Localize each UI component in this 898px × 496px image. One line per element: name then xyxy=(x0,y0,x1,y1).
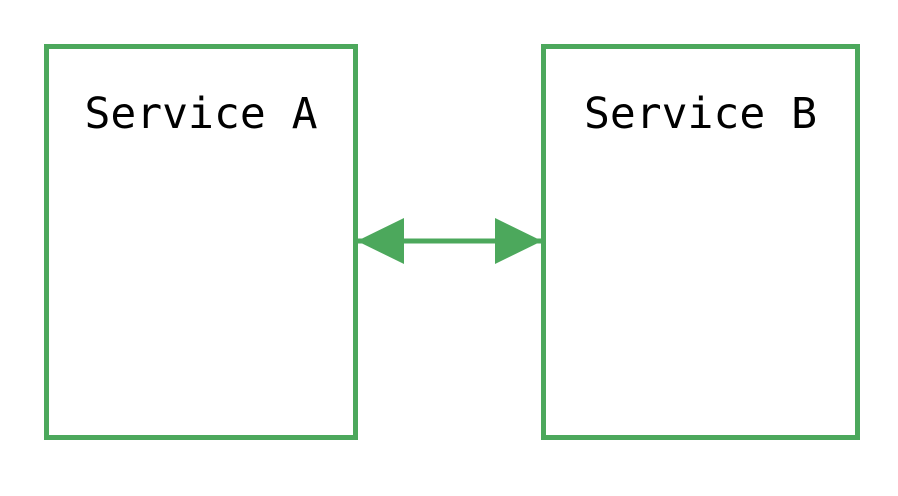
node-service-a[interactable]: Service A xyxy=(44,44,358,440)
node-service-b-label: Service B xyxy=(584,89,817,139)
node-service-a-label: Service A xyxy=(84,89,318,139)
node-service-b[interactable]: Service B xyxy=(541,44,860,440)
